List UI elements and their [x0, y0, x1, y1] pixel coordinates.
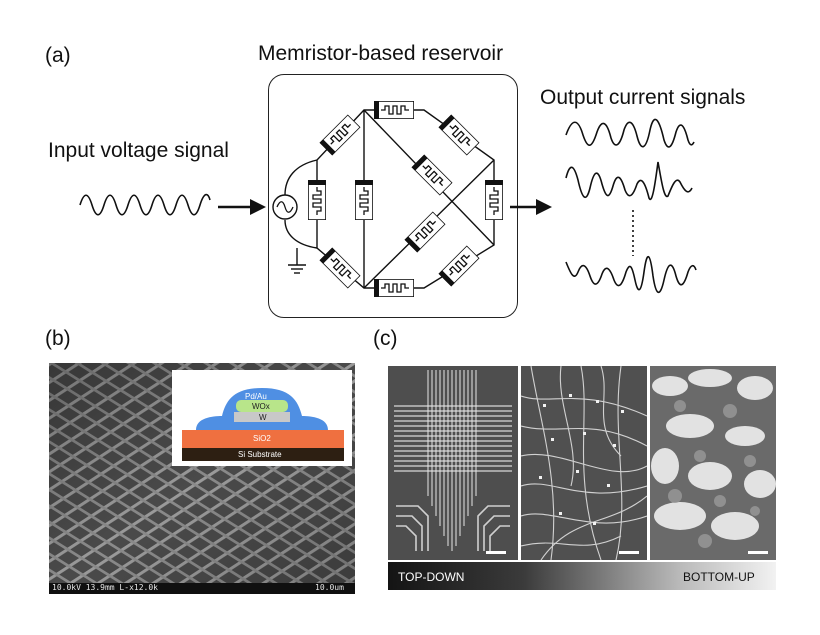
gradient-label-right: BOTTOM-UP [683, 570, 755, 584]
memristor-icon [308, 180, 326, 220]
device-stack-inset: Pd/Au WOx W SiO2 Si Substrate [172, 370, 352, 466]
layer-label-pdau: Pd/Au [245, 392, 267, 401]
sem-info-left: 10.0kV 13.9mm L-x12.0k [52, 583, 158, 592]
output-wave-2 [565, 161, 693, 201]
memristor-icon [374, 279, 414, 297]
output-label: Output current signals [540, 86, 746, 109]
panel-label-a: (a) [45, 44, 71, 67]
output-wave-1 [565, 118, 695, 148]
layer-label-sio2: SiO2 [253, 434, 271, 443]
memristor-icon [404, 211, 446, 253]
sem-scale-right: 10.0um [315, 583, 344, 592]
layer-label-w: W [259, 413, 267, 422]
sem-image-topdown [388, 366, 518, 560]
reservoir-title: Memristor-based reservoir [258, 42, 504, 65]
input-label: Input voltage signal [48, 139, 229, 162]
sem-image-nanowire-network [521, 366, 647, 560]
memristor-icon [438, 245, 480, 287]
sem-image-crossbar: 10.0kV 13.9mm L-x12.0k 10.0um Pd/Au WOx … [49, 363, 355, 594]
memristor-icon [411, 154, 453, 196]
panel-label-c: (c) [373, 327, 398, 350]
input-wave [79, 193, 211, 216]
memristor-icon [319, 247, 361, 289]
memristor-icon [438, 114, 480, 156]
memristor-icon [485, 180, 503, 220]
fabrication-gradient-bar [388, 562, 776, 590]
panel-label-b: (b) [45, 327, 71, 350]
memristor-icon [355, 180, 373, 220]
output-wave-3 [565, 255, 697, 294]
gradient-label-left: TOP-DOWN [398, 570, 465, 584]
sem-image-bottomup [650, 366, 776, 560]
layer-label-wox: WOx [252, 402, 270, 411]
memristor-icon [374, 101, 414, 119]
layer-label-substrate: Si Substrate [238, 450, 282, 459]
